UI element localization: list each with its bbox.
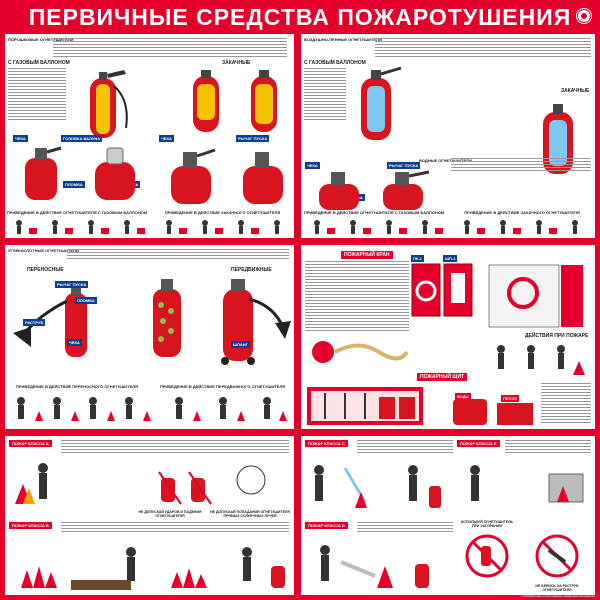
section-zakachnye: ЗАКАЧНЫЕ xyxy=(222,60,251,66)
extinguisher-top-3 xyxy=(171,148,216,204)
label-plomba-3: ПЛОМБА xyxy=(75,297,97,304)
panel-air-foam-extinguishers: ВОЗДУШНО-ПЕННЫЕ ОГНЕТУШИТЕЛИ С ГАЗОВЫМ Б… xyxy=(301,34,595,238)
sand-box xyxy=(497,403,533,425)
usage-steps-3 xyxy=(9,393,291,425)
hose-reel xyxy=(312,341,409,363)
warning-w4: ИСПОЛЬЗУЙ ОГНЕТУШИТЕЛЬ ПРИ ЗАГОРАНИИ xyxy=(460,520,514,528)
panel-powder-extinguishers: ПОРОШКОВЫЕ ОГНЕТУШИТЕЛИ С ГАЗОВЫМ БАЛЛОН… xyxy=(5,34,294,238)
co2-text xyxy=(67,249,289,263)
label-rychag-3: РЫЧАГ ПУСКА xyxy=(55,281,89,288)
section-water: ВОДНЫЕ ОГНЕТУШИТЕЛИ xyxy=(419,158,472,163)
warning-icons xyxy=(465,534,579,578)
water-barrel xyxy=(453,399,487,425)
section-mobile: ПЕРЕДВИЖНЫЕ xyxy=(231,267,272,273)
extinguisher-cutaway-4 xyxy=(361,66,402,140)
side-text xyxy=(8,68,66,124)
extinguisher-top-5 xyxy=(319,172,359,210)
caption-mobile: ПРИВЕДЕНИЕ В ДЕЙСТВИЕ ПЕРЕДВИЖНОГО ОГНЕТ… xyxy=(159,384,286,389)
water-text xyxy=(451,158,591,176)
section-co2: УГЛЕКИСЛОТНЫЕ ОГНЕТУШИТЕЛИ xyxy=(8,248,79,253)
class-b-text xyxy=(61,522,289,536)
warning-w5: НЕ БЕРИСЬ ЗА РАСТРУБ ОГНЕТУШИТЕЛЯ xyxy=(535,584,579,592)
co2-cutaway xyxy=(153,279,181,357)
side-text-2 xyxy=(304,68,346,124)
class-a-scene xyxy=(15,463,266,505)
intro-text xyxy=(53,38,287,60)
label-rychag-1: РЫЧАГ ПУСКА xyxy=(236,135,270,142)
label-shlang: ШЛАНГ xyxy=(231,341,250,348)
class-c-scene xyxy=(314,465,441,508)
label-shp1: ШП-1 xyxy=(443,255,458,262)
label-chek-2: ЧЕКА xyxy=(159,135,174,142)
extinguisher-top-2 xyxy=(95,147,135,200)
class-d-scene xyxy=(320,545,429,588)
footer-credit: © Разработано и изготовлено «Информполиг… xyxy=(521,594,595,598)
fire-class-e-label: ПОЖАР КЛАССА Е xyxy=(457,440,500,447)
section-gas-cylinder: С ГАЗОВЫМ БАЛЛОНОМ xyxy=(8,60,70,66)
section-portable: ПЕРЕНОСНЫЕ xyxy=(27,267,64,273)
extinguisher-cutaway-2 xyxy=(193,70,219,132)
extinguisher-top-6 xyxy=(383,170,430,210)
panel-fire-hydrant: ПОЖАРНЫЙ КРАН ПК-1 ШП-1 ДЕЙСТВИЯ ПРИ ПОЖ… xyxy=(301,245,595,429)
fire-class-c-label: ПОЖАР КЛАССА С xyxy=(305,440,348,447)
co2-mobile-extinguisher xyxy=(221,279,291,365)
class-c-text xyxy=(357,440,453,456)
fire-board xyxy=(307,387,423,425)
class-a-text xyxy=(61,440,289,456)
panel-fire-classes-left: ПОЖАР КЛАССА А НЕ ДОПУСКАЙ УДАРОВ И ПАДЕ… xyxy=(5,436,294,595)
hydrant-cabinet-2 xyxy=(443,263,473,317)
label-plomba-1: ПЛОМБА xyxy=(63,181,85,188)
label-rychag-2: РЫЧАГ ПУСКА xyxy=(387,162,421,169)
caption-gas-cylinder-2: ПРИВЕДЕНИЕ В ДЕЙСТВИЕ ОГНЕТУШИТЕЛЯ С ГАЗ… xyxy=(303,210,445,215)
caption-gas-cylinder: ПРИВЕДЕНИЕ В ДЕЙСТВИЕ ОГНЕТУШИТЕЛЯ С ГАЗ… xyxy=(6,210,148,215)
label-pesok: ПЕСОК xyxy=(501,395,519,402)
class-d-text xyxy=(357,522,453,536)
label-pk1: ПК-1 xyxy=(411,255,424,262)
caption-portable: ПРИВЕДЕНИЕ В ДЕЙСТВИЕ ПЕРЕНОСНОГО ОГНЕТУ… xyxy=(16,384,138,389)
warning-w2: НЕ ДОПУСКАЙ ПОПАДАНИЯ ОГНЕТУШИТЕЛЯ ПРЯМЫ… xyxy=(210,510,290,518)
warning-w1: НЕ ДОПУСКАЙ УДАРОВ И ПАДЕНИЯ ОГНЕТУШИТЕЛ… xyxy=(138,510,202,518)
hydrant-cabinet-open xyxy=(488,264,583,328)
extinguisher-top-1 xyxy=(25,146,62,200)
section-what-to-do: ДЕЙСТВИЯ ПРИ ПОЖАРЕ xyxy=(525,333,589,339)
label-chek-3: ЧЕКА xyxy=(305,162,320,169)
usage-steps-1 xyxy=(9,218,291,236)
class-e-text xyxy=(505,440,591,456)
fire-class-d-label: ПОЖАР КЛАССА D xyxy=(305,522,348,529)
board-text xyxy=(541,383,591,427)
section-intro: ПОРОШКОВЫЕ ОГНЕТУШИТЕЛИ xyxy=(8,37,74,42)
label-chek-1: ЧЕКА xyxy=(13,135,28,142)
label-voda: ВОДА xyxy=(455,393,471,400)
caption-zakachnoy-2: ПРИВЕДЕНИЕ В ДЕЙСТВИЕ ЗАКАЧНОГО ОГНЕТУШИ… xyxy=(464,210,580,215)
section-fire-board: ПОЖАРНЫЙ ЩИТ xyxy=(417,373,468,381)
extinguisher-cutaway-3 xyxy=(251,70,277,132)
poster-title: ПЕРВИЧНЫЕ СРЕДСТВА ПОЖАРОТУШЕНИЯ xyxy=(28,4,572,30)
section-air-foam: ВОЗДУШНО-ПЕННЫЕ ОГНЕТУШИТЕЛИ xyxy=(304,37,382,42)
label-golovka: ГОЛОВКА ВАЛУНА xyxy=(61,135,103,142)
panel-fire-classes-right: ПОЖАР КЛАССА С ПОЖАР КЛАССА Е ПОЖАР КЛАС… xyxy=(301,436,595,595)
panel-co2-extinguishers: УГЛЕКИСЛОТНЫЕ ОГНЕТУШИТЕЛИ ПЕРЕНОСНЫЕ ПЕ… xyxy=(5,245,294,429)
section-fire-hydrant: ПОЖАРНЫЙ КРАН xyxy=(341,251,393,259)
label-rastrub: РАСТРУБ xyxy=(23,319,46,326)
air-foam-text xyxy=(375,38,591,60)
class-b-scene xyxy=(21,547,285,590)
section-gas-cylinder-2: С ГАЗОВЫМ БАЛЛОНОМ xyxy=(304,60,366,66)
label-chek-4: ЧЕКА xyxy=(67,339,82,346)
caption-zakachnoy: ПРИВЕДЕНИЕ В ДЕЙСТВИЕ ЗАКАЧНОГО ОГНЕТУШИ… xyxy=(164,210,281,215)
fire-class-b-label: ПОЖАР КЛАССА В xyxy=(9,522,52,529)
publisher-logo-icon xyxy=(577,9,591,23)
class-e-scene xyxy=(470,465,584,503)
hydrant-cabinet-1 xyxy=(411,263,441,317)
extinguisher-cutaway-1 xyxy=(90,70,128,138)
fire-actions-figures xyxy=(487,341,591,381)
fire-class-a-label: ПОЖАР КЛАССА А xyxy=(9,440,52,447)
section-zakachnye-2: ЗАКАЧНЫЕ xyxy=(561,88,590,94)
hydrant-text xyxy=(305,261,409,333)
extinguisher-top-4 xyxy=(243,152,283,204)
usage-steps-2 xyxy=(305,218,591,236)
